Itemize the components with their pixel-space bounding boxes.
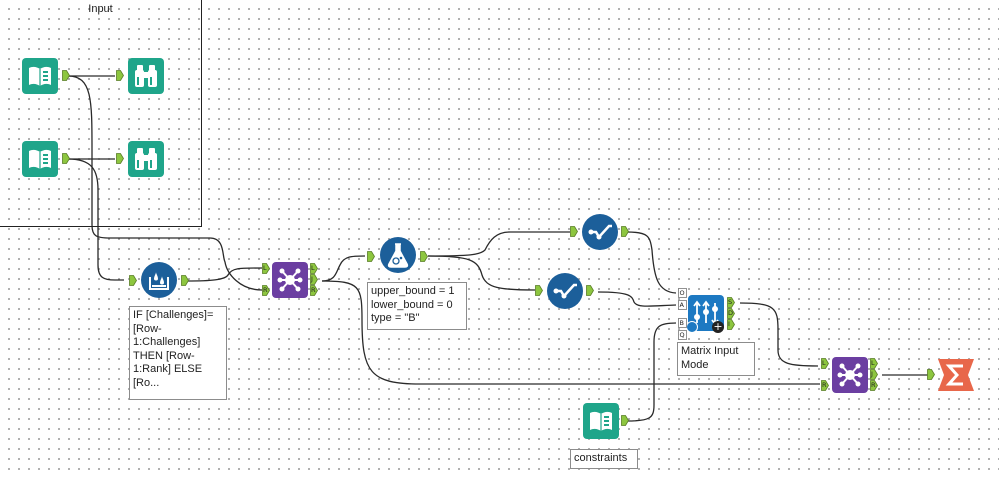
formula-annotation[interactable]: IF [Challenges]= [Row- 1:Challenges] THE… <box>129 306 227 400</box>
anchor-label: A <box>679 301 684 309</box>
join-output-left-anchor[interactable]: L <box>870 358 878 369</box>
tool-container-input[interactable]: Input <box>0 0 202 227</box>
input-data-tool-1[interactable] <box>22 58 58 94</box>
anchor-label: D <box>728 309 734 317</box>
output-anchor[interactable] <box>181 275 189 286</box>
output-anchor[interactable] <box>62 70 70 81</box>
binoculars-icon <box>128 141 164 177</box>
flask-icon <box>380 237 416 273</box>
annotation-line: [Ro... <box>133 376 160 389</box>
check-line-icon <box>582 214 618 250</box>
binoculars-icon <box>128 58 164 94</box>
anchor-label: I <box>728 320 730 328</box>
join-tool-2[interactable] <box>832 357 868 393</box>
simulation-annotation[interactable]: upper_bound = 1 lower_bound = 0 type = "… <box>367 282 467 330</box>
output-anchor[interactable] <box>621 226 629 237</box>
annotation-line: Matrix Input <box>681 345 739 357</box>
browse-tool-2[interactable] <box>128 141 164 177</box>
anchor-label: R <box>311 286 316 294</box>
output-anchor[interactable] <box>62 153 70 164</box>
join-output-join-anchor[interactable]: J <box>310 274 318 285</box>
optimization-output-i-anchor[interactable]: I <box>727 319 735 330</box>
annotation-line: THEN [Row- <box>133 349 195 362</box>
input-anchor[interactable] <box>367 251 375 262</box>
input-anchor[interactable] <box>116 70 124 81</box>
optimization-input-q-anchor[interactable]: Q <box>678 330 687 340</box>
sigma-icon <box>938 359 974 391</box>
join-icon <box>272 262 308 298</box>
output-anchor[interactable] <box>621 415 629 426</box>
container-title: Input <box>88 3 113 15</box>
multi-row-formula-icon <box>141 262 177 298</box>
anchor-label: L <box>263 264 267 272</box>
sample-tool-2[interactable] <box>547 273 583 309</box>
join-output-right-anchor[interactable]: R <box>310 285 318 296</box>
input-anchor[interactable] <box>570 226 578 237</box>
join-input-right-anchor[interactable]: R <box>262 285 270 296</box>
input-anchor[interactable] <box>535 285 543 296</box>
simulation-sampling-tool[interactable] <box>380 237 416 273</box>
optimization-output-s-anchor[interactable]: S <box>727 297 735 308</box>
anchor-label: L <box>822 359 826 367</box>
anchor-label: Q <box>679 331 685 339</box>
annotation-line: type = "B" <box>371 312 420 324</box>
anchor-label: L <box>311 264 315 272</box>
optimization-input-a-anchor[interactable]: A <box>678 300 687 310</box>
sample-tool-1[interactable] <box>582 214 618 250</box>
join-icon <box>832 357 868 393</box>
optimization-tool[interactable]: + <box>686 295 724 333</box>
annotation-line: upper_bound = 1 <box>371 285 455 297</box>
output-anchor[interactable] <box>420 251 428 262</box>
join-input-left-anchor[interactable]: L <box>262 263 270 274</box>
optimization-output-d-anchor[interactable]: D <box>727 308 735 319</box>
anchor-label: L <box>871 359 875 367</box>
browse-tool-1[interactable] <box>128 58 164 94</box>
anchor-label: R <box>263 286 268 294</box>
anchor-label: S <box>728 298 733 306</box>
optimization-input-o-anchor[interactable]: O <box>678 288 687 298</box>
annotation-line: IF [Challenges]= <box>133 309 214 321</box>
anchor-label: R <box>871 381 876 389</box>
anchor-label: J <box>871 370 873 378</box>
anchor-label: J <box>311 275 313 283</box>
book-icon <box>22 141 58 177</box>
input-data-tool-constraints[interactable] <box>583 403 619 439</box>
join-output-left-anchor[interactable]: L <box>310 263 318 274</box>
annotation-line: 1:Challenges] <box>133 336 201 348</box>
r-badge-icon <box>686 321 698 333</box>
annotation-line: constraints <box>574 452 628 464</box>
book-icon <box>22 58 58 94</box>
annotation-line: Mode <box>681 358 709 371</box>
input-anchor[interactable] <box>927 369 935 380</box>
join-output-join-anchor[interactable]: J <box>870 369 878 380</box>
annotation-line: [Row- <box>133 322 162 335</box>
multi-row-formula-tool[interactable] <box>141 262 177 298</box>
join-input-left-anchor[interactable]: L <box>821 358 829 369</box>
annotation-line: 1:Rank] ELSE <box>133 363 203 375</box>
output-anchor[interactable] <box>586 285 594 296</box>
optimization-input-b-anchor[interactable]: B <box>678 318 687 328</box>
optimization-annotation[interactable]: Matrix Input Mode <box>677 342 755 376</box>
plus-badge-icon: + <box>712 320 724 333</box>
book-icon <box>583 403 619 439</box>
anchor-label: O <box>679 289 685 297</box>
input-anchor[interactable] <box>129 275 137 286</box>
annotation-line: lower_bound = 0 <box>371 298 453 311</box>
join-input-right-anchor[interactable]: R <box>821 380 829 391</box>
summarize-tool[interactable] <box>938 357 974 393</box>
anchor-label: B <box>679 319 684 327</box>
constraints-annotation[interactable]: constraints <box>570 449 638 469</box>
anchor-label: R <box>822 381 827 389</box>
input-anchor[interactable] <box>116 153 124 164</box>
join-output-right-anchor[interactable]: R <box>870 380 878 391</box>
check-line-icon <box>547 273 583 309</box>
join-tool-1[interactable] <box>272 262 308 298</box>
input-data-tool-2[interactable] <box>22 141 58 177</box>
